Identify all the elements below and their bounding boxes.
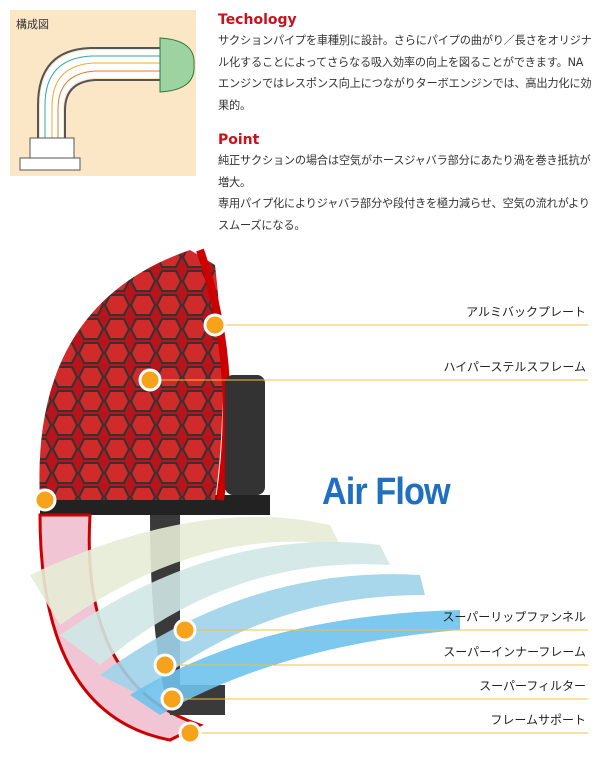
point-body-2: 専用パイプ化によりジャバラ部分や段付きを極力減らせ、空気の流れがよりスムーズにな…	[218, 197, 590, 232]
filter-illustration: Air Flow アルミバックプレート ハイパーステルスフレーム スーパーリップ…	[0, 245, 600, 759]
callout-super-inner-frame: スーパーインナーフレーム	[443, 645, 586, 659]
back-plate-rim	[196, 248, 231, 501]
description: Techology サクションパイプを車種別に設計。さらにパイプの曲がり／長さを…	[218, 10, 593, 236]
structure-diagram: 構成図	[10, 10, 196, 176]
diagram-label: 構成図	[16, 18, 49, 31]
airflow-label: Air Flow	[322, 471, 451, 513]
callout-aluminum-backplate: アルミバックプレート	[466, 305, 586, 319]
technology-body: サクションパイプを車種別に設計。さらにパイプの曲がり／長さをオリジナル化すること…	[218, 34, 592, 112]
callout-frame-support: フレームサポート	[490, 713, 586, 727]
callout-hyper-stealth-frame: ハイパーステルスフレーム	[443, 360, 586, 374]
point-heading: Point	[218, 132, 260, 148]
airflow-bands	[30, 516, 460, 715]
filter-element	[39, 250, 223, 500]
filter-graphic	[30, 248, 588, 745]
point-body-1: 純正サクションの場合は空気がホースジャバラ部分にあたり渦を巻き抵抗が増大。	[218, 154, 591, 189]
callout-super-filter: スーパーフィルター	[479, 679, 586, 693]
callout-dots	[33, 313, 227, 745]
callout-super-lip-funnel: スーパーリップファンネル	[442, 610, 586, 624]
callout-lines	[150, 324, 588, 734]
technology-heading: Techology	[218, 12, 297, 28]
mount-bracket	[225, 375, 265, 495]
suction-pipe-illustration	[19, 37, 195, 171]
